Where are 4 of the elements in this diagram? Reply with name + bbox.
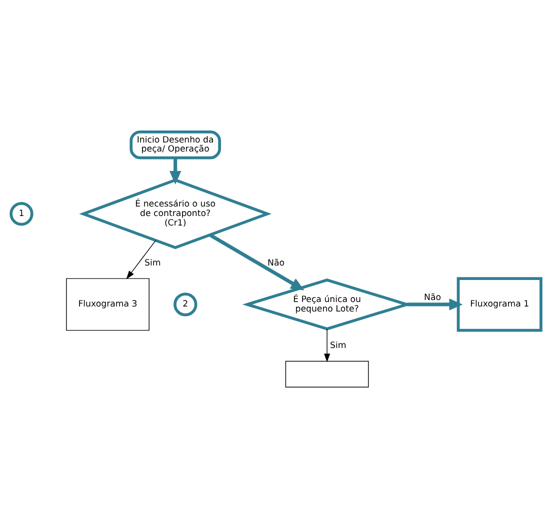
edge-label: Sim [330,341,346,352]
edge-label: Não [424,292,442,303]
edge-label: Não [268,258,284,268]
edge-label: Sim [144,258,161,268]
